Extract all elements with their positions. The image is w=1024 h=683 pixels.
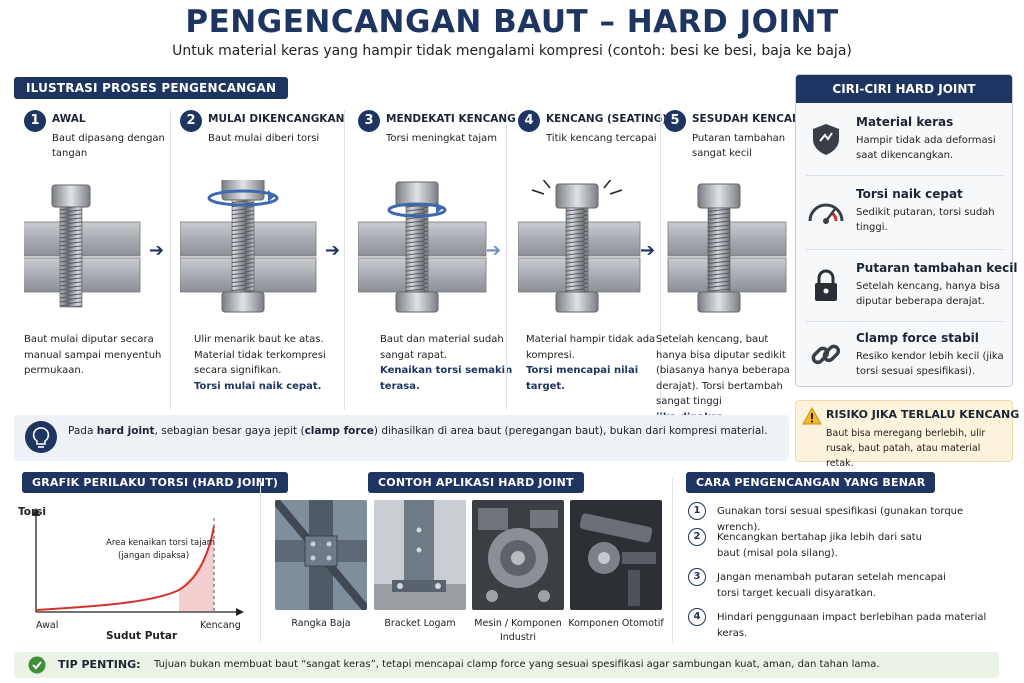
process-section-label: ILUSTRASI PROSES PENGENCANGAN xyxy=(14,77,289,99)
step-divider xyxy=(660,110,661,410)
bolt-illustration-step-3 xyxy=(358,181,487,313)
x-end-label: Kencang xyxy=(200,620,241,631)
step-number: 5 xyxy=(664,110,686,132)
chain-link-icon xyxy=(811,344,841,365)
section-divider xyxy=(260,478,261,643)
characteristics-header: CIRI-CIRI HARD JOINT xyxy=(796,75,1012,103)
howto-section-label: CARA PENGENCANGAN YANG BENAR xyxy=(686,472,936,493)
separator xyxy=(806,249,1004,250)
step-description: Ulir menarik baut ke atas. Material tida… xyxy=(194,334,326,392)
torque-graph: Torsi Awal Sudut Putar Kencang Area kena… xyxy=(14,498,250,668)
gauge-icon xyxy=(808,203,844,224)
bolt-illustration-step-1 xyxy=(24,184,141,308)
step-3: 3 MENDEKATI KENCANG Torsi meningkat taja… xyxy=(358,110,516,410)
separator xyxy=(806,175,1004,176)
tip-bar: TIP PENTING: Tujuan bukan membuat baut “… xyxy=(14,652,999,678)
bolt-illustration-step-4 xyxy=(518,180,641,313)
separator xyxy=(806,321,1004,322)
graph-annotation-note: (jangan dipaksa) xyxy=(118,551,190,561)
app-label: Rangka Baja xyxy=(291,618,351,629)
step-divider xyxy=(344,110,345,410)
step-subtitle: Putaran tambahan sangat kecil xyxy=(692,133,786,159)
graph-section-label: GRAFIK PERILAKU TORSI (HARD JOINT) xyxy=(22,472,289,493)
characteristic-item: Torsi naik cepat Sedikit putaran, torsi … xyxy=(806,185,1006,251)
info-bar: Pada hard joint, sebagian besar gaya jep… xyxy=(14,415,789,461)
section-divider xyxy=(672,478,673,643)
step-title: MENDEKATI KENCANG xyxy=(386,113,516,125)
tip-label: TIP PENTING: xyxy=(58,658,141,671)
step-number: 4 xyxy=(518,110,540,132)
step-description: Material hampir tidak ada kompresi. Tors… xyxy=(526,334,656,392)
x-start-label: Awal xyxy=(36,620,59,631)
info-text: Pada hard joint, sebagian besar gaya jep… xyxy=(68,425,768,437)
shield-icon xyxy=(813,124,839,155)
step-2: 2 MULAI DIKENCANGKAN Baut mulai diberi t… xyxy=(180,110,344,410)
step-title: MULAI DIKENCANGKAN xyxy=(208,113,345,125)
step-description: Baut mulai diputar secara manual sampai … xyxy=(24,334,162,376)
lock-icon xyxy=(815,269,837,301)
step-title: KENCANG (SEATING) xyxy=(546,113,668,125)
step-divider xyxy=(170,110,171,410)
app-image-steel-frame xyxy=(275,500,367,610)
step-description: Baut dan material sudah sangat rapat. Ke… xyxy=(380,334,513,392)
risk-description: Baut bisa meregang berlebih, ulir rusak,… xyxy=(826,428,986,469)
step-title: SESUDAH KENCANG xyxy=(692,113,810,125)
characteristic-item: Putaran tambahan kecil Setelah kencang, … xyxy=(806,259,1017,325)
step-subtitle: Titik kencang tercapai xyxy=(546,133,657,144)
step-subtitle: Baut dipasang dengan tangan xyxy=(52,133,165,159)
app-label: Bracket Logam xyxy=(384,618,456,629)
step-description: Setelah kencang, baut hanya bisa diputar… xyxy=(656,334,790,423)
step-title: AWAL xyxy=(52,113,86,125)
y-axis-label: Torsi xyxy=(18,506,47,518)
app-image-automotive-part xyxy=(570,500,662,610)
page-subtitle: Untuk material keras yang hampir tidak m… xyxy=(172,43,852,59)
x-axis-label: Sudut Putar xyxy=(106,630,178,642)
step-number: 2 xyxy=(180,110,202,132)
page-title: PENGENCANGAN BAUT – HARD JOINT xyxy=(185,4,839,40)
warning-icon xyxy=(802,407,822,425)
graph-annotation: Area kenaikan torsi tajam xyxy=(106,538,216,548)
arrow-right-icon: ➔ xyxy=(640,240,656,261)
step-subtitle: Baut mulai diberi torsi xyxy=(208,133,320,144)
tip-text: Tujuan bukan membuat baut “sangat keras”… xyxy=(154,659,880,670)
step-5: 5 SESUDAH KENCANG Putaran tambahan sanga… xyxy=(656,110,814,423)
characteristic-item: Clamp force stabil Resiko kendor lebih k… xyxy=(806,329,1006,395)
check-circle-icon xyxy=(28,656,46,674)
risk-title: RISIKO JIKA TERLALU KENCANG xyxy=(826,408,1020,421)
step-number: 1 xyxy=(24,110,46,132)
risk-warning-box: RISIKO JIKA TERLALU KENCANG Baut bisa me… xyxy=(795,400,1019,469)
step-1: 1 AWAL Baut dipasang dengan tangan Baut … xyxy=(24,110,174,410)
step-number: 3 xyxy=(358,110,380,132)
characteristic-item: Material keras Hampir tidak ada deformas… xyxy=(806,113,1006,179)
characteristics-panel: CIRI-CIRI HARD JOINT Material keras Hamp… xyxy=(795,74,1017,387)
arrow-right-icon: ➔ xyxy=(486,240,502,261)
bolt-illustration-step-5 xyxy=(667,183,787,313)
app-image-industrial-machine xyxy=(472,500,564,610)
arrow-right-icon: ➔ xyxy=(325,240,341,261)
applications-section-label: CONTOH APLIKASI HARD JOINT xyxy=(368,472,584,493)
arrow-right-icon: ➔ xyxy=(149,240,165,261)
app-label: Komponen Otomotif xyxy=(568,618,664,629)
lightbulb-icon xyxy=(25,421,57,453)
step-divider xyxy=(506,110,507,410)
torque-curve-chart xyxy=(32,508,244,616)
step-subtitle: Torsi meningkat tajam xyxy=(386,133,498,144)
step-4: 4 KENCANG (SEATING) Titik kencang tercap… xyxy=(518,110,668,410)
app-image-metal-bracket xyxy=(374,500,466,610)
bolt-illustration-step-2 xyxy=(180,180,317,313)
app-label: Mesin / Komponen Industri xyxy=(474,618,562,643)
